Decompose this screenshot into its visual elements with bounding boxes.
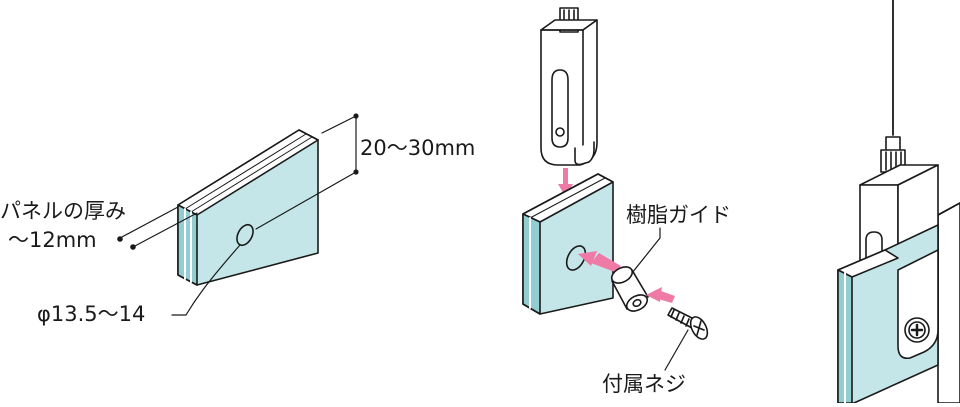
middle-hole (565, 245, 587, 271)
resin-guide-leader (631, 227, 661, 274)
screw (667, 307, 709, 340)
right-glass-back (937, 202, 960, 404)
resin-guide-label: 樹脂ガイド (626, 203, 731, 227)
arrow-guide-to-hole (578, 251, 621, 272)
arrow-screw-to-guide (646, 287, 675, 303)
hanger-clamp (540, 7, 598, 166)
hole-leader (171, 244, 241, 316)
screw-leader (664, 329, 689, 371)
panel-thickness-label: パネルの厚み (0, 199, 126, 223)
thickness-leader (119, 206, 179, 239)
hole-diameter-label: φ13.5〜14 (37, 302, 146, 326)
resin-guide (610, 266, 649, 312)
middle-glass-panel (522, 173, 614, 315)
spacing-dimension (255, 113, 359, 230)
panel-thickness-value: 〜12mm (8, 228, 97, 252)
left-glass-panel (177, 129, 319, 286)
right-clamp-front-plate (897, 249, 939, 360)
spacing-label: 20〜30mm (360, 136, 476, 160)
included-screw-label: 付属ネジ (602, 372, 686, 396)
